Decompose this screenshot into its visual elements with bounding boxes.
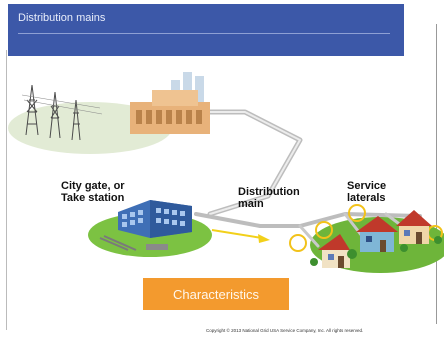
city-gate-label: City gate, or Take station [61, 180, 125, 204]
service-lateral-pipe-1 [298, 224, 320, 248]
service-lateral-pipe-2 [343, 212, 364, 238]
title-underline [18, 33, 390, 34]
house-1 [318, 234, 350, 268]
power-plant [130, 72, 210, 134]
flow-arrow [211, 229, 270, 243]
transmission-towers [21, 84, 103, 141]
take-station-building [99, 200, 192, 251]
house-3 [396, 210, 432, 244]
house-2 [356, 216, 398, 252]
service-laterals-label: Service laterals [347, 180, 387, 204]
slide-title: Distribution mains [18, 12, 106, 24]
distribution-main-label: Distribution main [238, 186, 300, 210]
characteristics-button[interactable]: Characteristics [143, 278, 289, 310]
copyright-notice: Copyright © 2013 National Grid USA Servi… [206, 328, 364, 333]
right-divider [436, 24, 437, 324]
left-divider [6, 50, 7, 330]
neighborhood-trees [310, 236, 442, 266]
transmission-pipe-highlight [209, 111, 301, 215]
title-bar: Distribution mains [8, 4, 404, 56]
